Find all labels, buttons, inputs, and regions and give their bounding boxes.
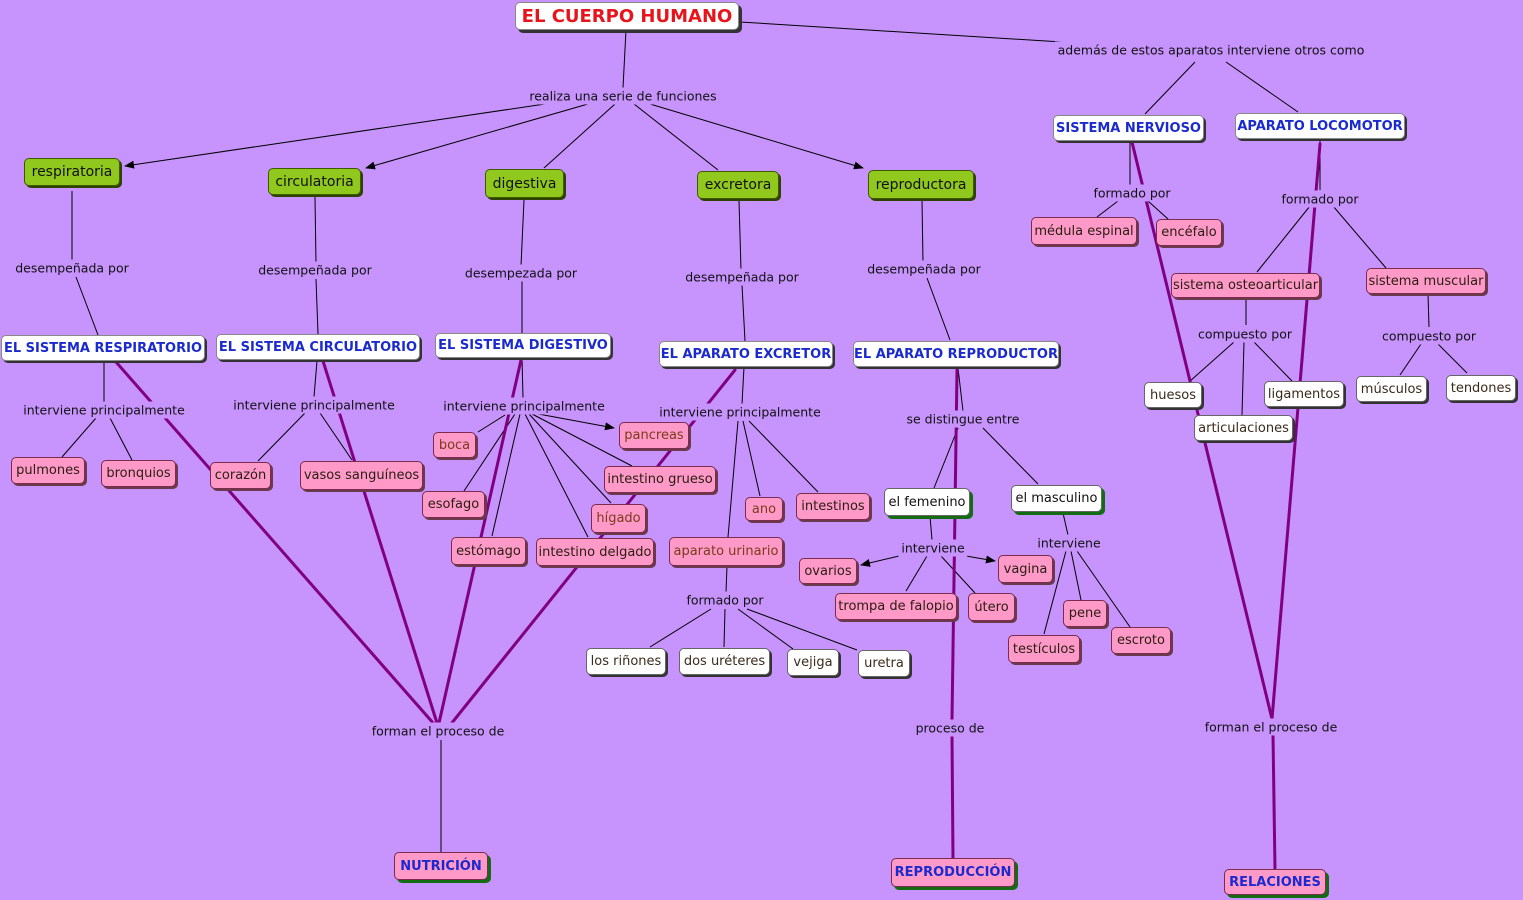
organ-sistema-osteoarticular[interactable]: sistema osteoarticular <box>1171 273 1320 298</box>
organ-articulaciones[interactable]: articulaciones <box>1194 415 1293 441</box>
function-reproductora[interactable]: reproductora <box>868 170 974 199</box>
link-label-interviene-masculino: interviene <box>1034 534 1104 552</box>
organ-los-rinones[interactable]: los riñones <box>586 648 666 675</box>
organ-ano[interactable]: ano <box>745 497 783 521</box>
link-label-interviene-respiratorio: interviene principalmente <box>20 401 188 419</box>
organ-higado[interactable]: hígado <box>591 504 646 533</box>
organ-escroto[interactable]: escroto <box>1111 627 1171 654</box>
title-node[interactable]: EL CUERPO HUMANO <box>515 2 739 30</box>
organ-intestino-delgado[interactable]: intestino delgado <box>536 538 654 566</box>
organ-tendones[interactable]: tendones <box>1446 375 1516 401</box>
organ-boca[interactable]: boca <box>433 432 476 458</box>
organ-huesos[interactable]: huesos <box>1144 382 1202 408</box>
function-circulatoria[interactable]: circulatoria <box>268 168 361 195</box>
system-respiratorio[interactable]: EL SISTEMA RESPIRATORIO <box>1 335 205 361</box>
link-label-interviene-digestivo: interviene principalmente <box>440 397 608 415</box>
node-el-masculino[interactable]: el masculino <box>1011 485 1102 512</box>
link-label-compuesto-muscular: compuesto por <box>1378 327 1480 345</box>
organ-estomago[interactable]: estómago <box>451 537 526 565</box>
link-label-desempezada-digestiva: desempezada por <box>461 264 581 282</box>
function-excretora[interactable]: excretora <box>697 171 779 199</box>
link-label-desempenada-excretora: desempeñada por <box>682 268 802 286</box>
link-label-desempenada-circulatoria: desempeñada por <box>255 261 375 279</box>
organ-dos-ureteres[interactable]: dos uréteres <box>679 648 770 675</box>
system-digestivo[interactable]: EL SISTEMA DIGESTIVO <box>435 333 611 358</box>
system-circulatorio[interactable]: EL SISTEMA CIRCULATORIO <box>216 334 420 360</box>
organ-vasos-sanguineos[interactable]: vasos sanguíneos <box>300 461 423 490</box>
organ-ovarios[interactable]: ovarios <box>799 558 857 584</box>
organ-uretra[interactable]: uretra <box>858 650 910 677</box>
process-relaciones[interactable]: RELACIONES <box>1224 869 1326 895</box>
link-label-realiza: realiza una serie de funciones <box>526 87 720 105</box>
process-reproduccion[interactable]: REPRODUCCIÓN <box>891 858 1015 887</box>
organ-vagina[interactable]: vagina <box>998 555 1053 583</box>
organ-intestino-grueso[interactable]: intestino grueso <box>604 466 716 493</box>
link-label-ademas: además de estos aparatos interviene otro… <box>1054 41 1368 59</box>
organ-ligamentos[interactable]: ligamentos <box>1264 381 1344 407</box>
link-label-se-distingue: se distingue entre <box>903 410 1023 428</box>
system-nervioso[interactable]: SISTEMA NERVIOSO <box>1053 115 1204 141</box>
organ-pancreas[interactable]: pancreas <box>619 422 689 449</box>
link-label-compuesto-osteoarticular: compuesto por <box>1194 325 1296 343</box>
organ-sistema-muscular[interactable]: sistema muscular <box>1366 268 1486 294</box>
system-locomotor[interactable]: APARATO LOCOMOTOR <box>1235 113 1405 139</box>
system-reproductor[interactable]: EL APARATO REPRODUCTOR <box>853 341 1059 367</box>
organ-aparato-urinario[interactable]: aparato urinario <box>669 537 783 566</box>
system-excretor[interactable]: EL APARATO EXCRETOR <box>659 341 833 367</box>
link-label-formado-nervioso: formado por <box>1090 184 1174 202</box>
organ-corazon[interactable]: corazón <box>210 462 271 489</box>
organ-medula-espinal[interactable]: médula espinal <box>1031 217 1137 245</box>
link-label-desempenada-respiratoria: desempeñada por <box>12 259 132 277</box>
link-label-interviene-excretor: interviene principalmente <box>656 403 824 421</box>
link-label-interviene-circulatorio: interviene principalmente <box>230 396 398 414</box>
organ-bronquios[interactable]: bronquios <box>101 460 176 487</box>
function-digestiva[interactable]: digestiva <box>485 169 564 198</box>
organ-esofago[interactable]: esofago <box>422 491 485 518</box>
organ-encefalo[interactable]: encéfalo <box>1156 219 1222 246</box>
organ-musculos[interactable]: músculos <box>1356 376 1427 402</box>
link-label-desempenada-reproductora: desempeñada por <box>864 260 984 278</box>
organ-intestinos[interactable]: intestinos <box>796 493 870 520</box>
link-label-interviene-femenino: interviene <box>898 539 968 557</box>
link-label-forman-relaciones: forman el proceso de <box>1201 718 1341 736</box>
link-label-formado-locomotor: formado por <box>1278 190 1362 208</box>
node-el-femenino[interactable]: el femenino <box>884 488 970 516</box>
organ-vejiga[interactable]: vejiga <box>787 649 839 676</box>
link-label-proceso-reproduccion: proceso de <box>912 719 988 737</box>
organ-utero[interactable]: útero <box>968 593 1015 621</box>
link-label-formado-excretor: formado por <box>683 591 767 609</box>
organ-testiculos[interactable]: testículos <box>1008 635 1080 663</box>
link-label-forman-nutricion: forman el proceso de <box>368 722 508 740</box>
organ-trompa-de-falopio[interactable]: trompa de falopio <box>835 593 957 620</box>
process-nutricion[interactable]: NUTRICIÓN <box>394 852 488 880</box>
function-respiratoria[interactable]: respiratoria <box>24 158 120 186</box>
organ-pulmones[interactable]: pulmones <box>11 457 85 484</box>
organ-pene[interactable]: pene <box>1063 600 1107 627</box>
